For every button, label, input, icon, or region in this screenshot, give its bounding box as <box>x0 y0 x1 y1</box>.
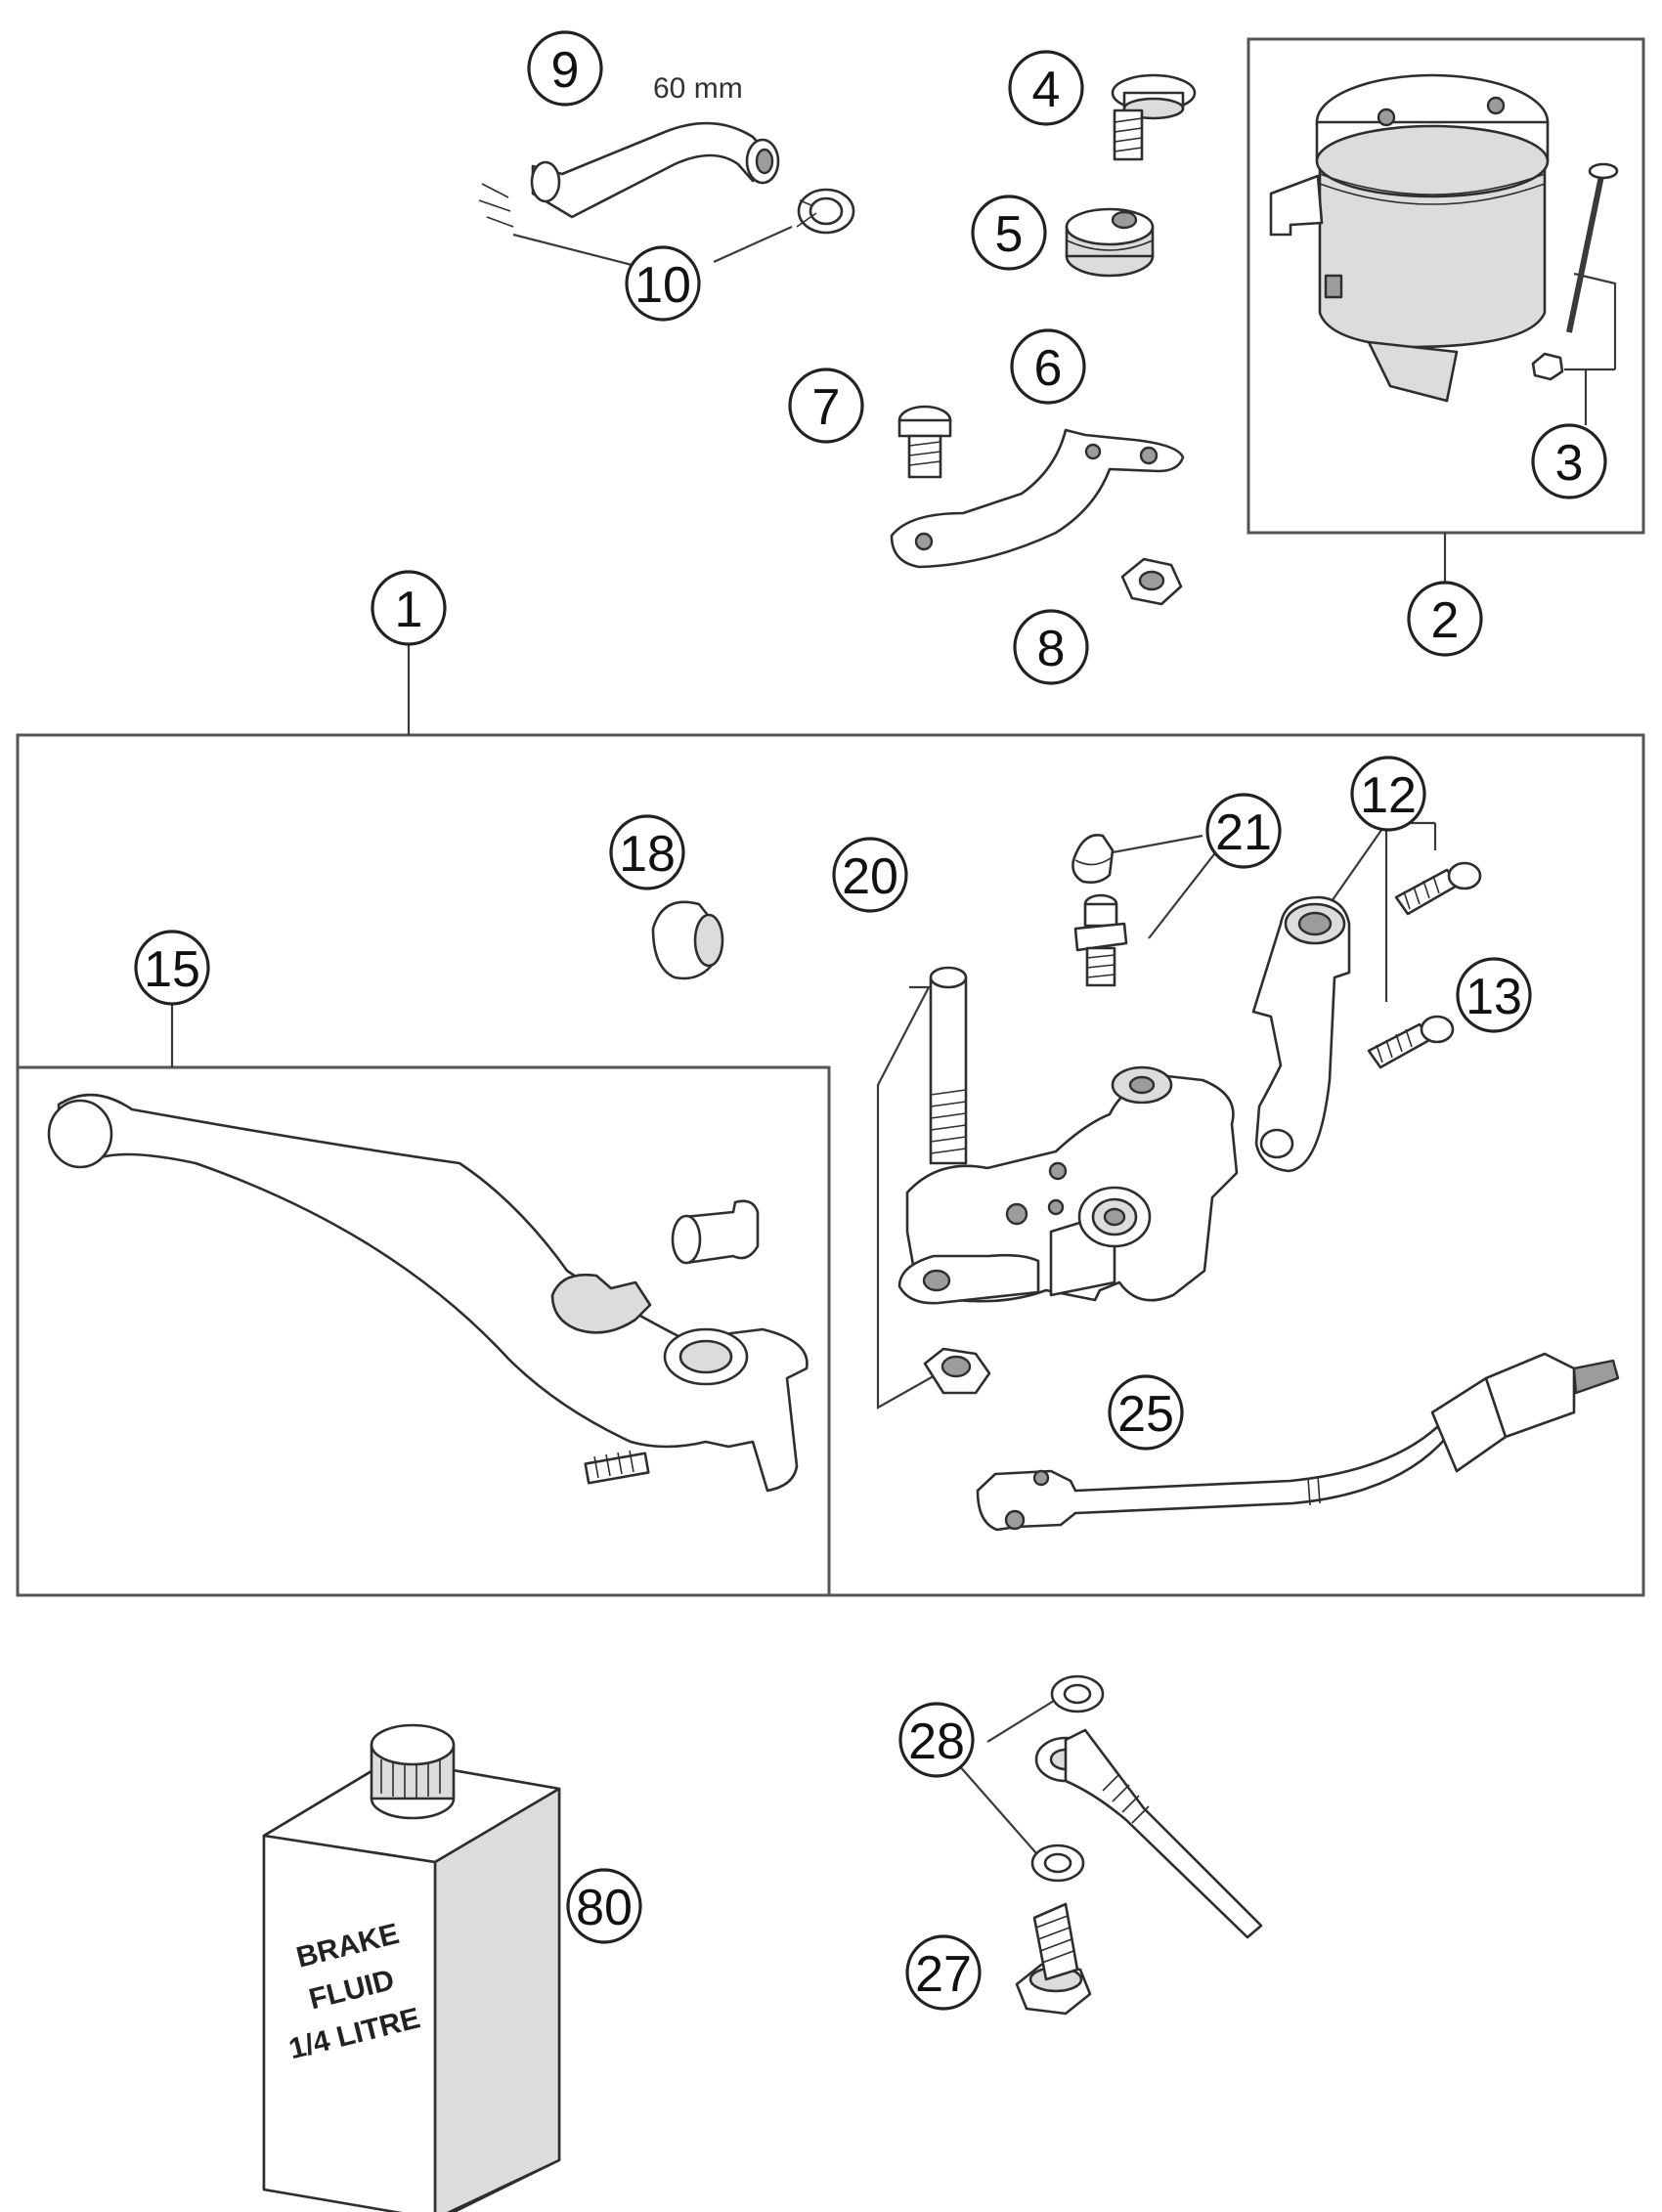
callout-circle <box>1013 609 1089 685</box>
callout-circle <box>905 1934 982 2011</box>
callout-circle <box>971 195 1047 271</box>
callout-number: 3 <box>1555 435 1584 492</box>
brake-fluid-reservoir <box>1269 73 1550 403</box>
callout-number: 2 <box>1431 592 1460 649</box>
callout-9: 9 <box>527 30 603 107</box>
callout-28: 28 <box>898 1702 975 1778</box>
callout-circle <box>625 245 701 322</box>
hose-clamp-right <box>796 188 855 235</box>
callout-21: 21 <box>1205 793 1282 869</box>
callout-number: 1 <box>395 582 423 638</box>
callout-13: 13 <box>1456 957 1532 1033</box>
master-cylinder-body <box>897 1065 1239 1305</box>
reservoir-plug <box>651 900 724 980</box>
callout-8: 8 <box>1013 609 1089 685</box>
brake-fluid-container: BRAKE FLUID 1/4 LITRE <box>262 1723 561 2212</box>
pivot-bolt-nut <box>923 1347 991 1395</box>
callout-circle <box>1531 423 1607 499</box>
callout-circle <box>1108 1374 1184 1451</box>
callout-3: 3 <box>1531 423 1607 499</box>
rubber-grommet <box>1065 207 1155 278</box>
callout-circle <box>371 570 447 646</box>
callout-number: 5 <box>995 206 1024 263</box>
callout-number: 13 <box>1465 969 1522 1025</box>
callout-number: 80 <box>576 1880 633 1936</box>
handlebar-clamp <box>1251 895 1351 1173</box>
callout-number: 28 <box>908 1713 965 1770</box>
callout-1: 1 <box>371 570 447 646</box>
callout-7: 7 <box>788 368 864 444</box>
callout-circle <box>134 930 210 1006</box>
callout-circle <box>609 814 685 890</box>
brake-hose-60mm <box>530 121 780 219</box>
brake-lever <box>47 1093 809 1493</box>
callout-number: 25 <box>1117 1386 1174 1443</box>
bracket-screw <box>897 405 952 479</box>
banjo-brake-line <box>1034 1728 1263 1939</box>
reservoir-bracket <box>890 428 1185 569</box>
callout-circle <box>832 837 908 913</box>
callout-80: 80 <box>566 1868 642 1944</box>
callout-18: 18 <box>609 814 685 890</box>
hose-length-label: 60 mm <box>653 72 743 105</box>
callout-2: 2 <box>1407 581 1483 657</box>
callout-number: 10 <box>634 257 691 314</box>
callout-circle <box>1407 581 1483 657</box>
reservoir-mounting-pin <box>1531 162 1619 381</box>
banjo-bolt <box>1015 1902 1092 2016</box>
callout-circle <box>1008 50 1084 126</box>
callout-27: 27 <box>905 1934 982 2011</box>
callout-circle <box>1205 793 1282 869</box>
callout-number: 8 <box>1037 621 1066 677</box>
callout-circle <box>898 1702 975 1778</box>
callout-circle <box>788 368 864 444</box>
sealing-washer-upper <box>1050 1674 1105 1713</box>
reservoir-cap-screw <box>1111 73 1197 161</box>
bleeder-cap <box>1072 834 1115 884</box>
callout-number: 20 <box>842 848 898 905</box>
brake-light-switch <box>976 1352 1620 1532</box>
callout-15: 15 <box>134 930 210 1006</box>
callout-circle <box>1010 328 1086 405</box>
sealing-washer-lower <box>1030 1843 1085 1883</box>
callout-12: 12 <box>1350 756 1426 832</box>
callout-6: 6 <box>1010 328 1086 405</box>
callout-20: 20 <box>832 837 908 913</box>
bracket-nut <box>1120 557 1183 606</box>
callout-number: 4 <box>1032 62 1061 118</box>
lever-pivot-bolt <box>929 966 968 1165</box>
callout-number: 9 <box>551 42 580 99</box>
callout-number: 12 <box>1360 767 1417 824</box>
callout-number: 18 <box>619 826 676 883</box>
callout-number: 21 <box>1215 804 1272 861</box>
callout-number: 15 <box>144 941 200 998</box>
callout-circle <box>527 30 603 107</box>
callout-5: 5 <box>971 195 1047 271</box>
lever-group-frame <box>16 1065 831 1597</box>
callout-circle <box>1350 756 1426 832</box>
callout-number: 6 <box>1034 340 1063 397</box>
callout-circle <box>1456 957 1532 1033</box>
callout-number: 27 <box>915 1946 972 2003</box>
clamp-screw-lower <box>1367 1015 1455 1069</box>
hose-clamp-left <box>478 183 514 228</box>
callout-4: 4 <box>1008 50 1084 126</box>
callout-10: 10 <box>625 245 701 322</box>
callout-circle <box>566 1868 642 1944</box>
callout-25: 25 <box>1108 1374 1184 1451</box>
callout-number: 7 <box>812 379 841 436</box>
clamp-screw-upper <box>1394 861 1482 916</box>
bleeder-valve <box>1073 893 1128 987</box>
